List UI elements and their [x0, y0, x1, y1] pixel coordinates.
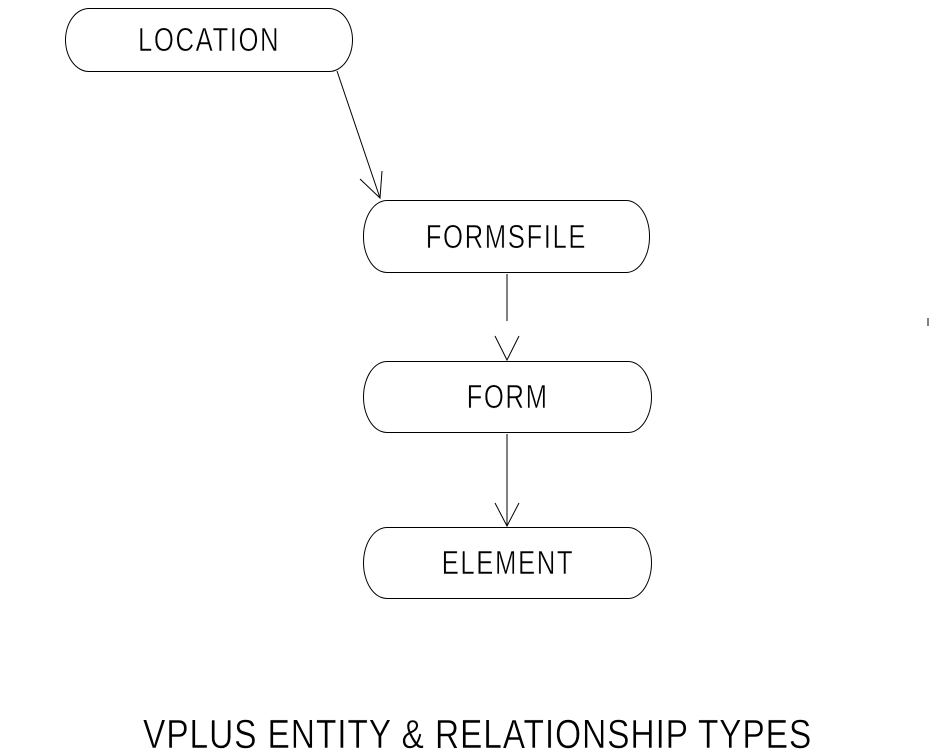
diagram-title: VPLUS ENTITY & RELATIONSHIP TYPES	[143, 711, 813, 756]
node-element-label: ELEMENT	[441, 544, 574, 582]
node-location: LOCATION	[65, 8, 353, 72]
node-element: ELEMENT	[363, 527, 652, 599]
node-formsfile-label: FORMSFILE	[425, 217, 588, 255]
node-location-label: LOCATION	[137, 21, 281, 59]
arrowhead-location-formsfile	[359, 170, 383, 200]
node-form: FORM	[363, 361, 652, 433]
arrowhead-form-element	[494, 502, 520, 528]
edge-location-formsfile	[336, 70, 381, 199]
node-formsfile: FORMSFILE	[363, 200, 650, 273]
arrowhead-formsfile-form	[494, 335, 520, 362]
node-form-label: FORM	[466, 378, 549, 416]
